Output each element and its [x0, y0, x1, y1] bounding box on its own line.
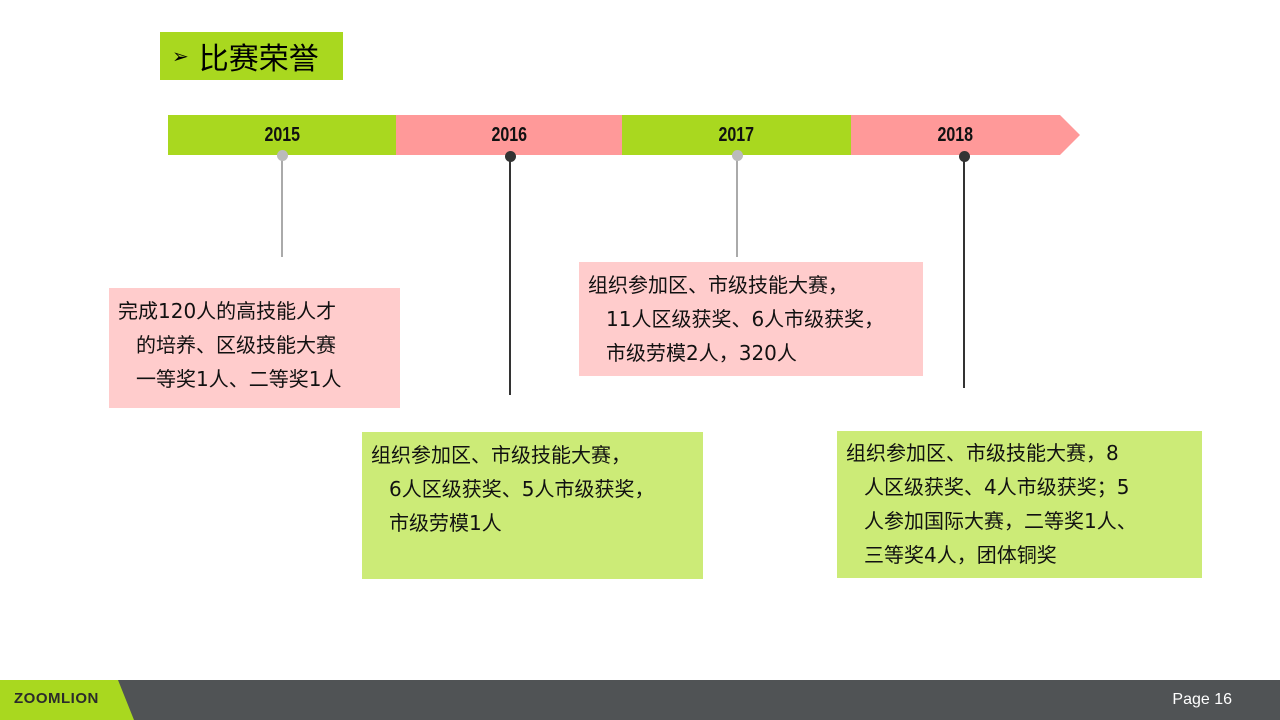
- box-line: 11人区级获奖、6人市级获奖，: [606, 307, 885, 331]
- box-line: 人参加国际大赛，二等奖1人、: [864, 509, 1137, 533]
- page-number: Page 16: [1172, 691, 1232, 708]
- box-line: 组织参加区、市级技能大赛，8: [846, 441, 1119, 465]
- year-label: 2017: [718, 123, 755, 146]
- box-line: 市级劳模2人，320人: [606, 341, 797, 365]
- timeline-dot: [505, 151, 516, 162]
- company-logo: ZOOMLION: [14, 690, 99, 707]
- footer-bar: [0, 680, 1280, 720]
- timeline-dot: [277, 150, 288, 161]
- box-line: 一等奖1人、二等奖1人: [136, 367, 342, 391]
- year-label: 2015: [264, 123, 300, 146]
- connector-line: [281, 155, 283, 257]
- timeline-segment-2017: 2017: [622, 115, 851, 155]
- year-label: 2018: [937, 123, 974, 146]
- connector-line: [736, 155, 738, 257]
- achievement-box-2018: 组织参加区、市级技能大赛，8 人区级获奖、4人市级获奖；5 人参加国际大赛，二等…: [837, 431, 1202, 578]
- box-line: 组织参加区、市级技能大赛，: [371, 443, 631, 467]
- arrow-bullet-icon: ➢: [172, 44, 189, 68]
- box-line: 6人区级获奖、5人市级获奖，: [389, 477, 655, 501]
- section-title: ➢ 比赛荣誉: [160, 32, 343, 80]
- timeline-segment-2018: 2018: [851, 115, 1080, 155]
- logo-background: [0, 680, 134, 720]
- timeline-segment-2016: 2016: [396, 115, 622, 155]
- box-line: 三等奖4人，团体铜奖: [864, 543, 1057, 567]
- year-label: 2016: [491, 123, 527, 146]
- connector-line: [963, 155, 965, 388]
- box-line: 的培养、区级技能大赛: [136, 333, 336, 357]
- connector-line: [509, 155, 511, 395]
- section-title-text: 比赛荣誉: [198, 42, 319, 77]
- box-line: 组织参加区、市级技能大赛，: [588, 273, 848, 297]
- timeline-dot: [959, 151, 970, 162]
- box-line: 人区级获奖、4人市级获奖；5: [864, 475, 1130, 499]
- timeline-segment-2015: 2015: [168, 115, 396, 155]
- achievement-box-2015: 完成120人的高技能人才 的培养、区级技能大赛 一等奖1人、二等奖1人: [109, 288, 400, 408]
- timeline-dot: [732, 150, 743, 161]
- box-line: 市级劳模1人: [389, 511, 502, 535]
- achievement-box-2016: 组织参加区、市级技能大赛， 6人区级获奖、5人市级获奖， 市级劳模1人: [362, 432, 703, 579]
- achievement-box-2017: 组织参加区、市级技能大赛， 11人区级获奖、6人市级获奖， 市级劳模2人，320…: [579, 262, 923, 376]
- box-line: 完成120人的高技能人才: [118, 299, 337, 323]
